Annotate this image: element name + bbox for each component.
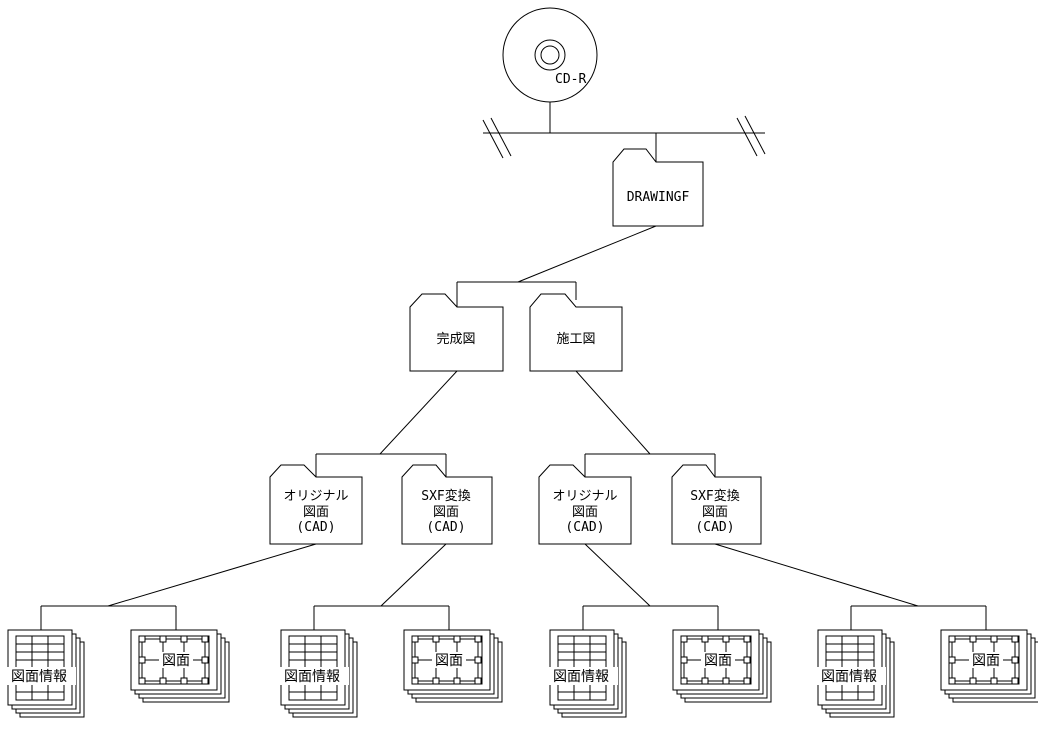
construction-drawing-folder-icon[interactable] bbox=[529, 293, 623, 372]
drawing-info-document-2-icon[interactable]: 図面情報 bbox=[279, 629, 358, 718]
drawing-document-1-icon[interactable]: 図面 bbox=[130, 629, 230, 703]
root-connectors bbox=[456, 102, 766, 307]
drawing-info-document-3-icon[interactable]: 図面情報 bbox=[548, 629, 627, 718]
original-cad-2-line1: オリジナル bbox=[552, 489, 617, 504]
cd-r-disc-icon bbox=[502, 7, 598, 103]
drawingf-folder-icon bbox=[612, 148, 704, 227]
sxf-cad-folder-2-icon[interactable] bbox=[671, 464, 762, 545]
sxf-cad-2-line2: 図面 bbox=[702, 505, 728, 520]
sxf-cad-1-line3: (CAD) bbox=[426, 520, 465, 535]
drawing-label-bg bbox=[969, 652, 1003, 668]
level2-connectors bbox=[40, 543, 987, 630]
completion-drawing-label: 完成図 bbox=[436, 332, 475, 347]
drawing-label: 図面 bbox=[162, 653, 190, 669]
drawing-info-label: 図面情報 bbox=[284, 669, 340, 685]
original-cad-2-line3: (CAD) bbox=[565, 520, 604, 535]
drawing-label-bg bbox=[701, 652, 735, 668]
construction-drawing-label: 施工図 bbox=[556, 332, 595, 347]
drawing-info-label-bg bbox=[279, 667, 349, 685]
drawing-label: 図面 bbox=[704, 653, 732, 669]
drawing-label: 図面 bbox=[435, 653, 463, 669]
drawing-document-4-icon[interactable]: 図面 bbox=[940, 629, 1038, 703]
drawing-info-label: 図面情報 bbox=[553, 669, 609, 685]
sxf-cad-2-line3: (CAD) bbox=[695, 520, 734, 535]
drawing-info-label-bg bbox=[6, 667, 76, 685]
sxf-cad-1-line2: 図面 bbox=[433, 505, 459, 520]
drawing-info-label-bg bbox=[816, 667, 886, 685]
drawing-info-label-bg bbox=[548, 667, 618, 685]
drawing-label-bg bbox=[432, 652, 466, 668]
drawing-document-3-icon[interactable]: 図面 bbox=[672, 629, 772, 703]
drawing-info-document-1-icon[interactable]: 図面情報 bbox=[6, 629, 85, 718]
original-cad-folder-2-icon[interactable] bbox=[538, 464, 632, 545]
level1-connectors bbox=[315, 370, 716, 477]
sxf-cad-2-line1: SXF変換 bbox=[690, 488, 739, 504]
original-cad-folder-1-icon[interactable] bbox=[269, 464, 363, 545]
original-cad-1-line3: (CAD) bbox=[296, 520, 335, 535]
original-cad-1-line2: 図面 bbox=[303, 505, 329, 520]
drawingf-label: DRAWINGF bbox=[627, 190, 690, 205]
drawing-info-document-4-icon[interactable]: 図面情報 bbox=[816, 629, 895, 718]
document-groups: 図面情報 図面情報 図面情報 図面情報 図面 図面 図面 図面 bbox=[6, 629, 1038, 718]
drawing-document-2-icon[interactable]: 図面 bbox=[403, 629, 503, 703]
original-cad-2-line2: 図面 bbox=[572, 505, 598, 520]
drawing-info-label: 図面情報 bbox=[821, 669, 877, 685]
sxf-cad-1-line1: SXF変換 bbox=[421, 488, 470, 504]
cd-r-label: CD-R bbox=[555, 72, 586, 87]
drawing-info-label: 図面情報 bbox=[11, 669, 67, 685]
drawing-label-bg bbox=[159, 652, 193, 668]
sxf-cad-folder-1-icon[interactable] bbox=[401, 464, 493, 545]
completion-drawing-folder-icon[interactable] bbox=[409, 293, 504, 372]
original-cad-1-line1: オリジナル bbox=[283, 489, 348, 504]
drawing-label: 図面 bbox=[972, 653, 1000, 669]
